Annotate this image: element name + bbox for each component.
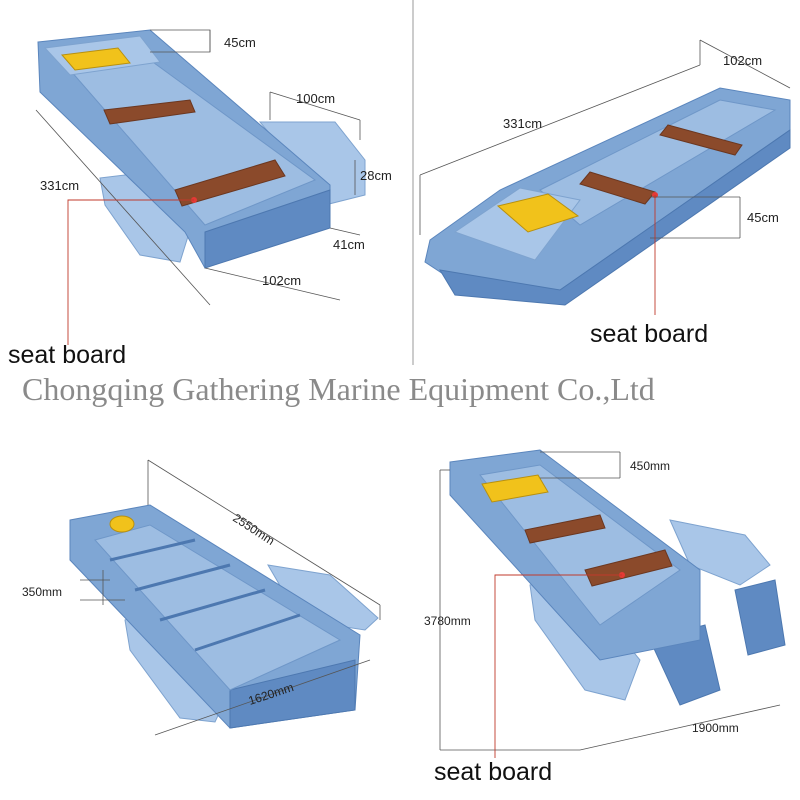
- dim-boat-length: 3780mm: [424, 614, 471, 628]
- company-watermark: Chongqing Gathering Marine Equipment Co.…: [22, 371, 655, 407]
- right-float: [734, 579, 786, 656]
- dim-overall-width: 1900mm: [692, 721, 739, 735]
- dim-stern-width: 102cm: [262, 273, 301, 288]
- boat-bottom-right: [449, 449, 786, 706]
- seat-bench-1: [579, 171, 656, 205]
- right-pontoon: [669, 519, 771, 586]
- yellow-cap: [109, 515, 135, 533]
- crossbar-2: [134, 563, 231, 592]
- seat-bench-2: [659, 124, 743, 156]
- dim-bow-width: 350mm: [22, 585, 62, 599]
- dim-pontoon-length: 100cm: [296, 91, 335, 106]
- hull-stern: [229, 659, 356, 729]
- yellow-deck-pad: [481, 474, 549, 503]
- seat-board-callout: seat board: [8, 341, 126, 369]
- dim-pontoon-height: 28cm: [360, 168, 392, 183]
- dim-boat-length: 331cm: [40, 178, 79, 193]
- dims-top-right: 102cm 331cm 45cm seat board: [419, 39, 791, 348]
- dim-stern-depth: 41cm: [333, 237, 365, 252]
- yellow-deck-pad: [496, 193, 580, 233]
- dim-boat-length: 331cm: [503, 116, 542, 131]
- seat-bench-1: [524, 514, 606, 544]
- seat-board-callout: seat board: [434, 758, 552, 786]
- seat-bench-2: [174, 159, 286, 207]
- yellow-deck-pad: [61, 47, 131, 71]
- seat-bench-2: [584, 549, 673, 587]
- dim-beam: 102cm: [723, 53, 762, 68]
- seat-bench-1: [103, 99, 196, 125]
- dim-boat-length: 2550mm: [230, 511, 277, 548]
- dims-bottom-right: 450mm 3780mm 1900mm seat board: [424, 451, 781, 786]
- crossbar-4: [194, 613, 301, 652]
- hull-side: [439, 129, 791, 306]
- dims-top-left: 45cm 100cm 28cm 331cm 41cm 102cm seat bo…: [8, 29, 392, 369]
- dim-bow-width: 450mm: [630, 459, 670, 473]
- dim-bow-width: 45cm: [224, 35, 256, 50]
- crossbar-1: [109, 538, 196, 562]
- boat-top-left: [37, 29, 366, 269]
- boat-top-right: [424, 87, 791, 306]
- crossbar-3: [159, 588, 266, 622]
- seat-board-callout: seat board: [590, 320, 708, 348]
- boat-bottom-left: [69, 504, 379, 729]
- hull-interior: [94, 524, 342, 691]
- dim-bow-width: 45cm: [747, 210, 779, 225]
